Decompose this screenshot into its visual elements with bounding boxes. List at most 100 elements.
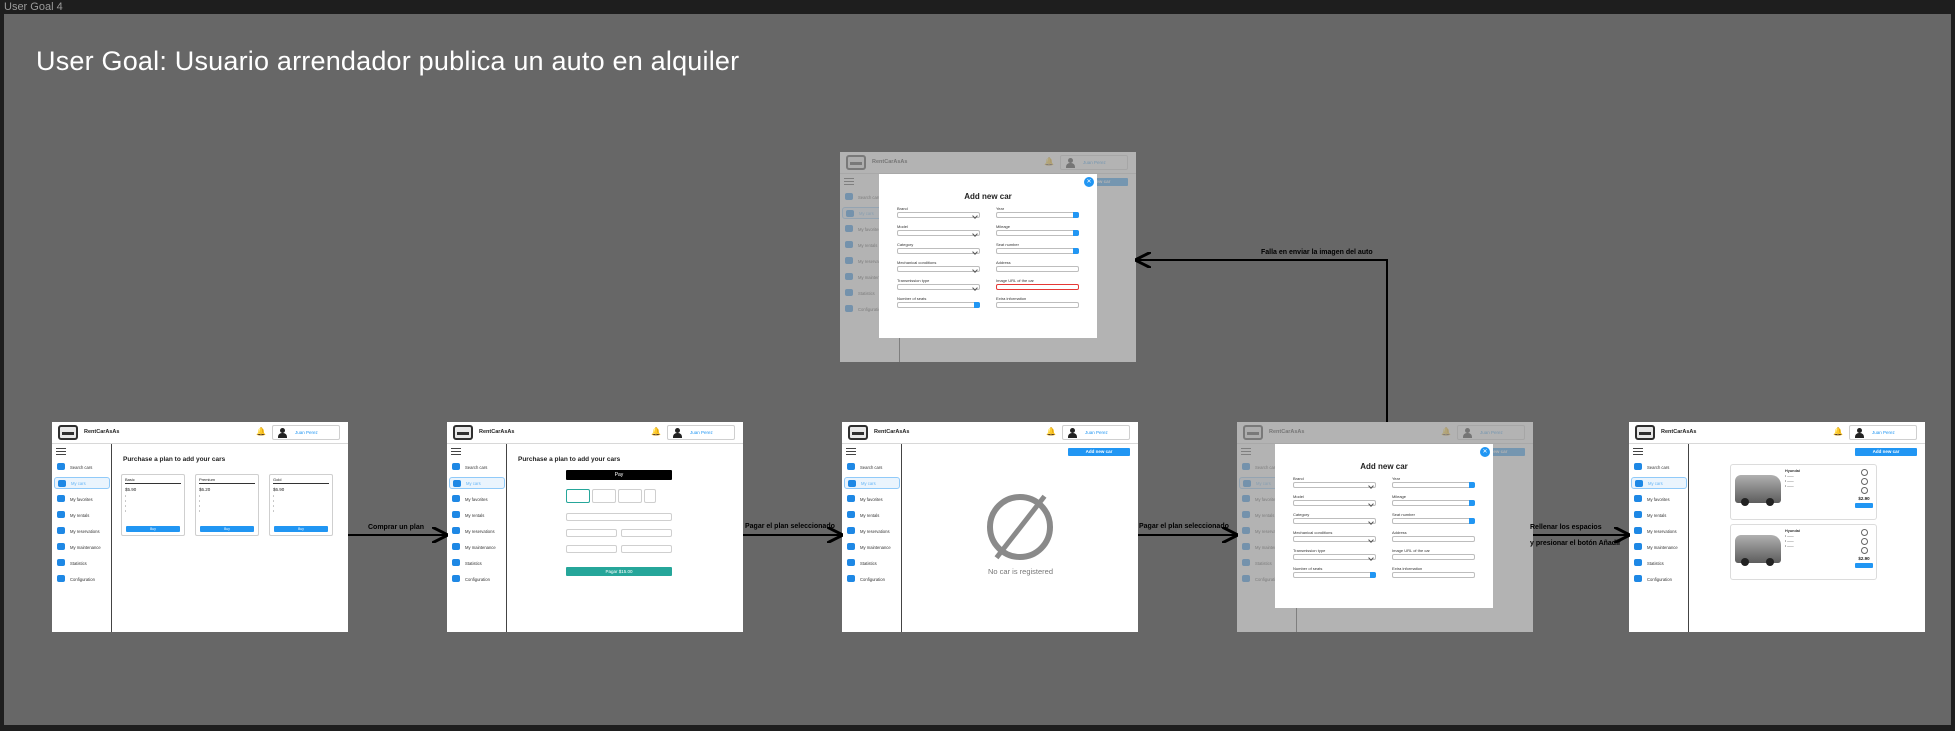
image-url-of-the-car-input[interactable] bbox=[996, 284, 1079, 290]
mechanical-conditions-input[interactable] bbox=[897, 266, 980, 272]
delete-icon[interactable] bbox=[1860, 487, 1868, 494]
edit-icon[interactable] bbox=[1860, 469, 1868, 476]
car-detail-button[interactable] bbox=[1855, 503, 1873, 508]
brand-input[interactable] bbox=[1293, 482, 1376, 488]
hamburger-icon[interactable] bbox=[451, 448, 461, 455]
address-input[interactable] bbox=[1392, 536, 1475, 542]
sidebar-item-search[interactable]: Search cars bbox=[844, 459, 900, 475]
payment-method-wallet[interactable] bbox=[618, 489, 642, 503]
sidebar-item-person[interactable]: My rentals bbox=[844, 507, 900, 523]
edit-icon[interactable] bbox=[1860, 529, 1868, 536]
sidebar-item-calendar[interactable]: My reservations bbox=[1631, 523, 1687, 539]
delete-icon[interactable] bbox=[1860, 547, 1868, 554]
country-field[interactable] bbox=[566, 545, 617, 553]
hamburger-icon[interactable] bbox=[1633, 448, 1643, 455]
transmission-type-input[interactable] bbox=[897, 284, 980, 290]
sidebar-item-person[interactable]: My rentals bbox=[1631, 507, 1687, 523]
sidebar-item-person[interactable]: My rentals bbox=[54, 507, 110, 523]
seat-number-input[interactable] bbox=[996, 248, 1079, 254]
payment-method-more[interactable] bbox=[644, 489, 656, 503]
sidebar-item-person[interactable]: My rentals bbox=[449, 507, 505, 523]
extra-information-input[interactable] bbox=[1392, 572, 1475, 578]
cvc-field[interactable] bbox=[621, 529, 672, 537]
image-url-of-the-car-input[interactable] bbox=[1392, 554, 1475, 560]
car-card[interactable]: Hyundai• ——• ——• —— $2.90 bbox=[1730, 524, 1877, 580]
user-menu[interactable]: Juan Perez bbox=[1062, 425, 1130, 440]
close-icon[interactable]: ✕ bbox=[1084, 177, 1094, 187]
sidebar-item-chart[interactable]: Statistics bbox=[1631, 555, 1687, 571]
sidebar-item-car[interactable]: My cars bbox=[54, 477, 110, 489]
category-input[interactable] bbox=[1293, 518, 1376, 524]
user-menu[interactable]: Juan Perez bbox=[1849, 425, 1917, 440]
year-input[interactable] bbox=[1392, 482, 1475, 488]
visibility-icon[interactable] bbox=[1860, 538, 1868, 545]
mileage-input[interactable] bbox=[1392, 500, 1475, 506]
sidebar-item-heart[interactable]: My favorites bbox=[54, 491, 110, 507]
bell-icon[interactable]: 🔔 bbox=[651, 427, 661, 436]
zip-field[interactable] bbox=[621, 545, 672, 553]
sidebar-item-car[interactable]: My cars bbox=[844, 477, 900, 489]
bell-icon[interactable]: 🔔 bbox=[256, 427, 266, 436]
brand-input[interactable] bbox=[897, 212, 980, 218]
extra-information-input[interactable] bbox=[996, 302, 1079, 308]
buy-button[interactable]: Buy bbox=[126, 526, 180, 532]
sidebar-item-wrench[interactable]: My maintenance bbox=[54, 539, 110, 555]
payment-method-bank[interactable] bbox=[592, 489, 616, 503]
hamburger-icon[interactable] bbox=[56, 448, 66, 455]
sidebar-item-wrench[interactable]: My maintenance bbox=[449, 539, 505, 555]
add-new-car-button[interactable]: Add new car bbox=[1855, 448, 1917, 456]
number-of-seats-input[interactable] bbox=[897, 302, 980, 308]
model-input[interactable] bbox=[1293, 500, 1376, 506]
seat-number-input[interactable] bbox=[1392, 518, 1475, 524]
sidebar-item-gear[interactable]: Configuration bbox=[54, 571, 110, 587]
sidebar-item-heart[interactable]: My favorites bbox=[449, 491, 505, 507]
car-detail-button[interactable] bbox=[1855, 563, 1873, 568]
bell-icon[interactable]: 🔔 bbox=[1046, 427, 1056, 436]
sidebar-item-label: Statistics bbox=[860, 561, 877, 566]
sidebar-item-gear[interactable]: Configuration bbox=[449, 571, 505, 587]
bell-icon[interactable]: 🔔 bbox=[1833, 427, 1843, 436]
sidebar-item-calendar[interactable]: My reservations bbox=[844, 523, 900, 539]
sidebar-item-wrench[interactable]: My maintenance bbox=[1631, 539, 1687, 555]
sidebar-item-car[interactable]: My cars bbox=[449, 477, 505, 489]
sidebar-item-label: My rentals bbox=[1647, 513, 1667, 518]
address-input[interactable] bbox=[996, 266, 1079, 272]
transition-label-4a: Rellenar los espacios bbox=[1530, 524, 1602, 531]
transmission-type-input[interactable] bbox=[1293, 554, 1376, 560]
buy-button[interactable]: Buy bbox=[200, 526, 254, 532]
model-input[interactable] bbox=[897, 230, 980, 236]
mileage-input[interactable] bbox=[996, 230, 1079, 236]
sidebar-item-search[interactable]: Search cars bbox=[54, 459, 110, 475]
sidebar-item-heart[interactable]: My favorites bbox=[1631, 491, 1687, 507]
apple-pay-button[interactable]: Pay bbox=[566, 470, 672, 480]
sidebar-item-car[interactable]: My cars bbox=[1631, 477, 1687, 489]
sidebar-item-search[interactable]: Search cars bbox=[449, 459, 505, 475]
sidebar-item-calendar[interactable]: My reservations bbox=[449, 523, 505, 539]
sidebar-item-gear[interactable]: Configuration bbox=[844, 571, 900, 587]
sidebar-item-chart[interactable]: Statistics bbox=[449, 555, 505, 571]
sidebar-item-chart[interactable]: Statistics bbox=[54, 555, 110, 571]
sidebar-item-heart[interactable]: My favorites bbox=[844, 491, 900, 507]
payment-method-card[interactable] bbox=[566, 489, 590, 503]
number-of-seats-input[interactable] bbox=[1293, 572, 1376, 578]
sidebar-item-wrench[interactable]: My maintenance bbox=[844, 539, 900, 555]
field-address: Address bbox=[996, 260, 1079, 272]
sidebar-item-chart[interactable]: Statistics bbox=[844, 555, 900, 571]
user-menu[interactable]: Juan Perez bbox=[272, 425, 340, 440]
year-input[interactable] bbox=[996, 212, 1079, 218]
card-number-field[interactable] bbox=[566, 513, 672, 521]
sidebar-item-calendar[interactable]: My reservations bbox=[54, 523, 110, 539]
car-card[interactable]: Hyundai• ——• ——• —— $2.90 bbox=[1730, 464, 1877, 520]
category-input[interactable] bbox=[897, 248, 980, 254]
hamburger-icon[interactable] bbox=[846, 448, 856, 455]
user-menu[interactable]: Juan Perez bbox=[667, 425, 735, 440]
expiry-field[interactable] bbox=[566, 529, 617, 537]
buy-button[interactable]: Buy bbox=[274, 526, 328, 532]
close-icon[interactable]: ✕ bbox=[1480, 447, 1490, 457]
add-new-car-button[interactable]: Add new car bbox=[1068, 448, 1130, 456]
visibility-icon[interactable] bbox=[1860, 478, 1868, 485]
pay-button[interactable]: Pagar $15.00 bbox=[566, 567, 672, 576]
sidebar-item-search[interactable]: Search cars bbox=[1631, 459, 1687, 475]
mechanical-conditions-input[interactable] bbox=[1293, 536, 1376, 542]
sidebar-item-gear[interactable]: Configuration bbox=[1631, 571, 1687, 587]
